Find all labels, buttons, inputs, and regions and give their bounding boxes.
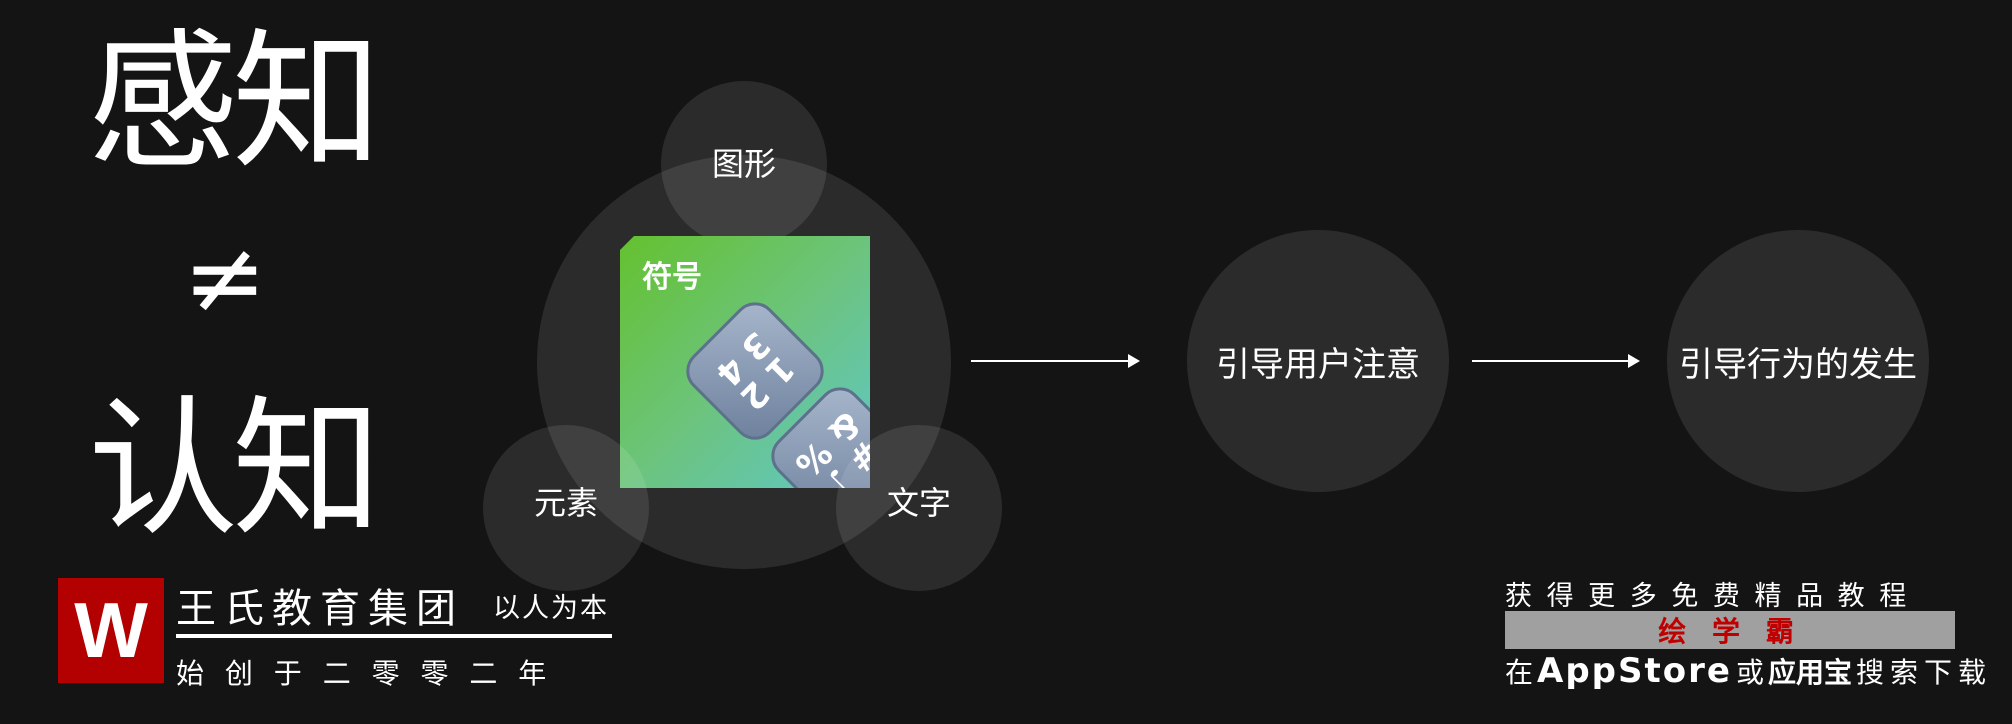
brand-name: 王氏教育集团 <box>176 586 464 632</box>
app-name-bar: 绘 学 霸 <box>1505 611 1955 649</box>
app-name: 绘 学 霸 <box>1658 615 1802 648</box>
flow-circle-attention: 引导用户注意 <box>1187 230 1449 492</box>
venn-label-text: 文字 <box>886 484 951 522</box>
divider <box>176 634 612 638</box>
not-equal-symbol: ≠ <box>183 219 267 336</box>
brand-logo: W <box>58 578 164 683</box>
venn-circle-graphics: 图形 <box>661 81 827 247</box>
logo-letter: W <box>74 586 148 674</box>
download-text: 在 <box>1505 656 1534 689</box>
symbol-card-label: 符号 <box>642 260 702 295</box>
download-text: 搜索下载 <box>1855 656 1992 689</box>
venn-circle-elements: 元素 <box>483 425 649 591</box>
arrow-icon <box>971 354 1140 368</box>
title-cognition: 认知 <box>88 383 382 557</box>
brand-founded: 始 创 于 二 零 零 二 年 <box>176 657 553 690</box>
yingyongbao-text: 应用宝 <box>1767 656 1852 689</box>
download-text: 或 <box>1735 656 1764 689</box>
appstore-text: AppStore <box>1537 651 1732 691</box>
download-line: 在 AppStore 或 应用宝 搜索下载 <box>1505 651 1992 691</box>
promo-line: 获 得 更 多 免 费 精 品 教 程 <box>1505 581 1910 612</box>
die-text: 1 2 3 4 <box>707 323 803 419</box>
arrow-icon <box>1472 354 1640 368</box>
venn-circle-text: 文字 <box>836 425 1002 591</box>
flow-label-behavior: 引导行为的发生 <box>1679 344 1917 385</box>
venn-label-elements: 元素 <box>533 484 598 522</box>
title-perception: 感知 <box>88 16 382 190</box>
flow-circle-behavior: 引导行为的发生 <box>1667 230 1929 492</box>
brand-slogan: 以人为本 <box>493 593 609 624</box>
venn-label-graphics: 图形 <box>711 145 776 183</box>
symbol-card: 符号 1 2 3 4 # ♪ & % <box>620 236 870 488</box>
flow-label-attention: 引导用户注意 <box>1216 344 1420 385</box>
